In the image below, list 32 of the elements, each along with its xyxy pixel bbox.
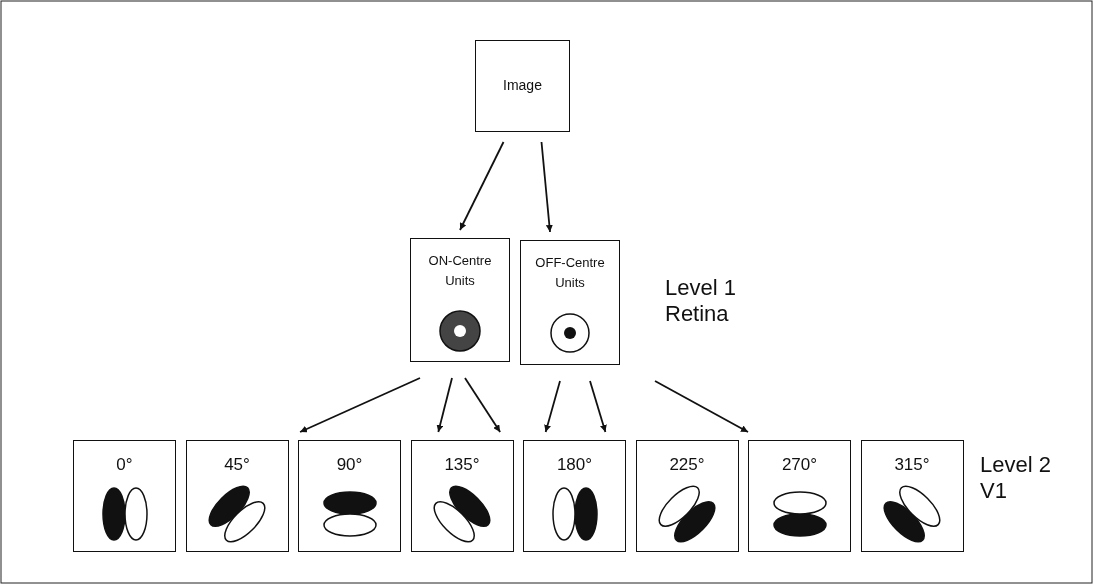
angle-label: 225° — [668, 455, 706, 475]
retina-unit-box — [410, 238, 510, 362]
arrow — [459, 141, 505, 231]
image-box — [475, 40, 570, 132]
angle-label: 270° — [780, 455, 819, 475]
arrow — [436, 377, 453, 433]
orientation-unit-box — [298, 440, 401, 552]
box-label: OFF-Centre Units — [534, 254, 606, 292]
angle-label: 315° — [893, 455, 931, 475]
orientation-unit-box — [860, 440, 964, 552]
orientation-unit-box — [523, 440, 626, 552]
orientation-unit-box — [635, 440, 739, 552]
arrow — [654, 380, 749, 433]
orientation-unit-box — [73, 440, 176, 552]
angle-label: 0° — [115, 455, 134, 475]
arrow — [544, 380, 561, 433]
level-label: Level 1 Retina — [665, 275, 737, 327]
angle-label: 135° — [443, 455, 481, 475]
arrow — [299, 377, 421, 433]
angle-label: 90° — [335, 455, 364, 475]
arrow — [589, 380, 607, 433]
box-label: Image — [502, 77, 543, 93]
box-label: ON-Centre Units — [427, 252, 493, 290]
arrow — [540, 141, 553, 233]
angle-label: 180° — [555, 455, 594, 475]
angle-label: 45° — [223, 455, 251, 475]
level-label: Level 2 V1 — [980, 452, 1052, 504]
arrow — [464, 377, 501, 433]
orientation-unit-box — [410, 440, 514, 552]
retina-unit-box — [520, 240, 620, 365]
orientation-unit-box — [748, 440, 851, 552]
orientation-unit-box — [185, 440, 289, 552]
